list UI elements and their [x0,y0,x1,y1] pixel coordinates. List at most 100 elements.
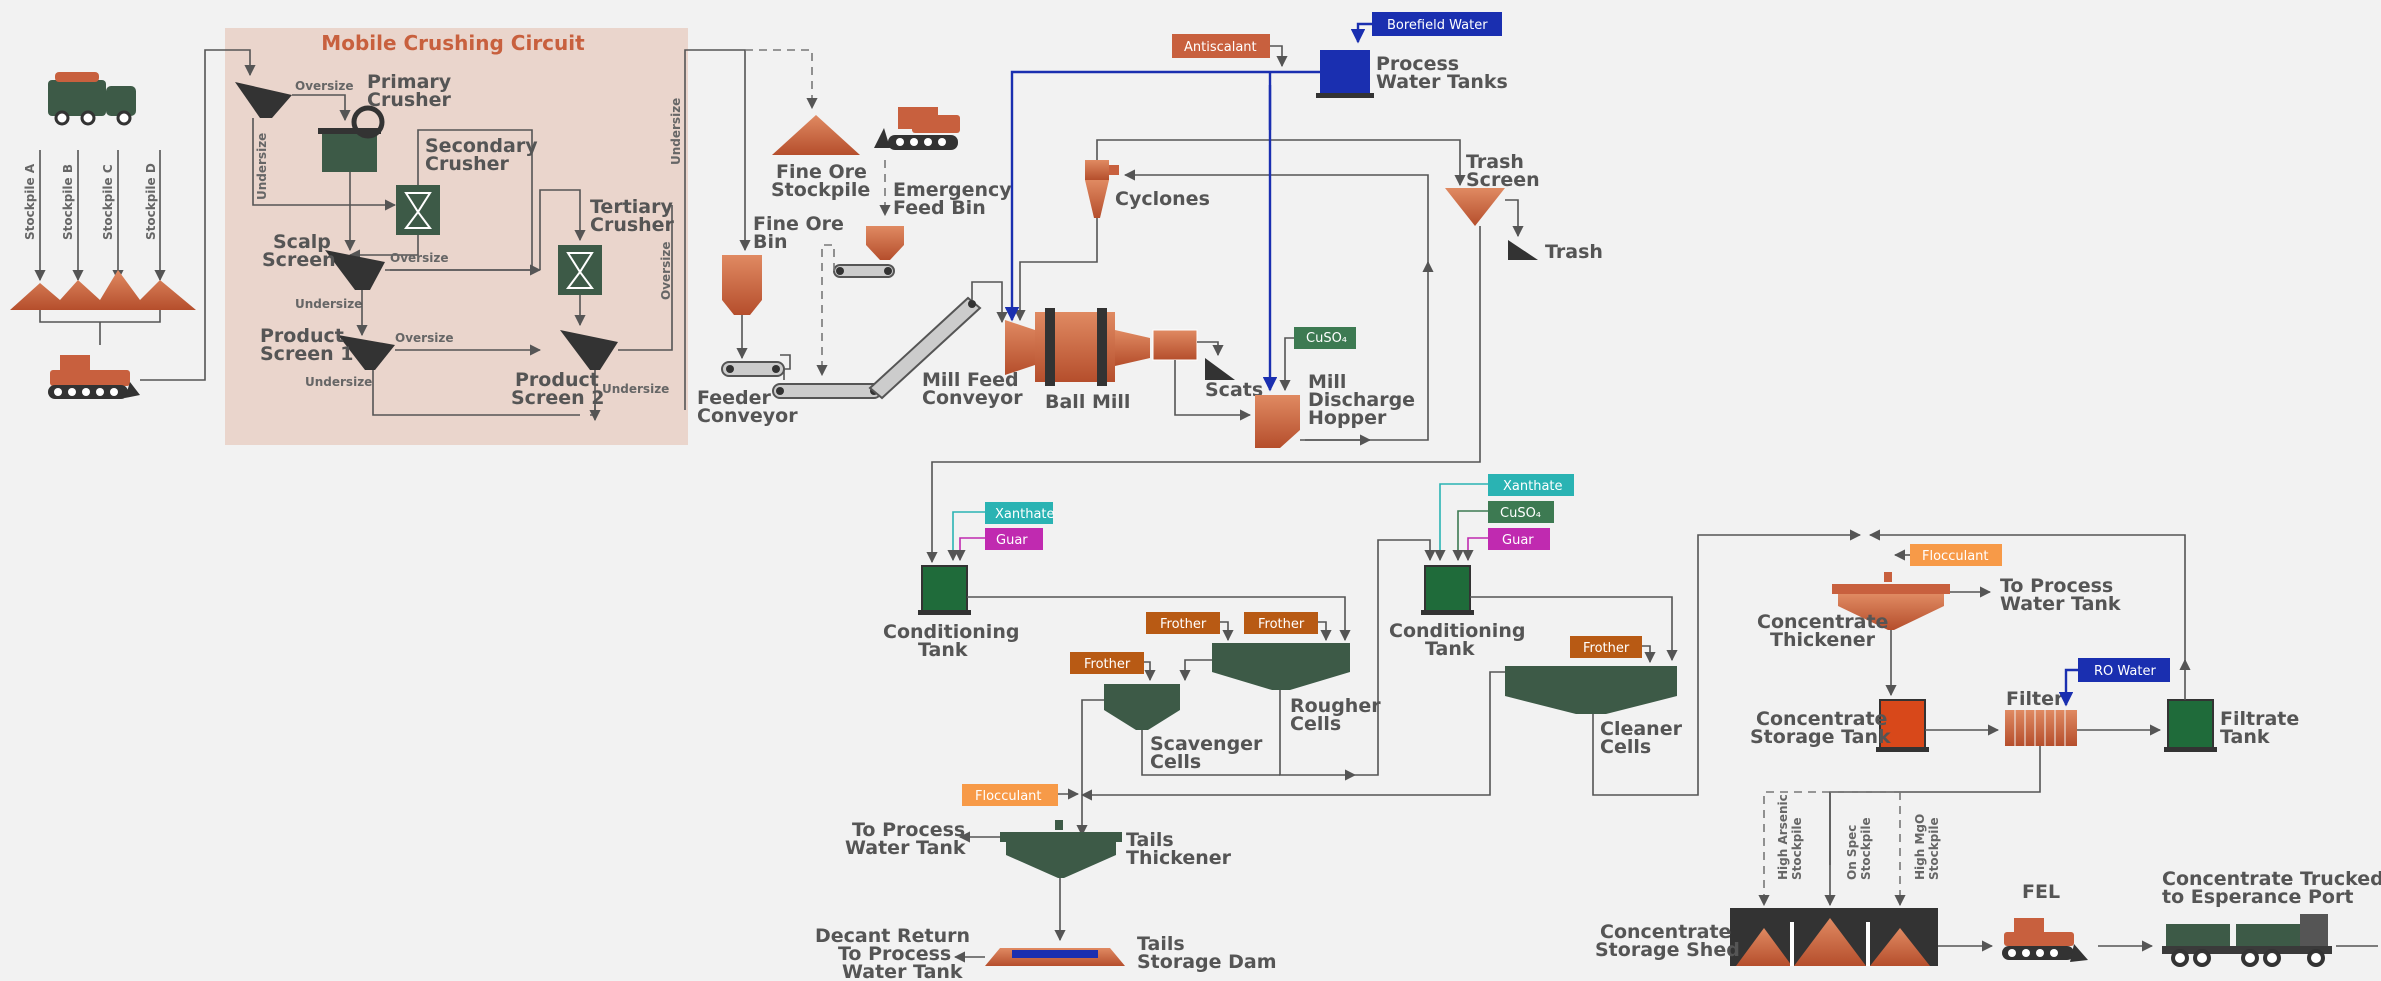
fel-loader-icon [2002,918,2088,962]
trash-screen-icon [1445,188,1505,226]
svg-text:CuSO₄: CuSO₄ [1500,506,1541,521]
concentrate-truck-icon [2162,914,2332,967]
cleaner-cells-icon [1505,666,1677,714]
circuit-title: Mobile Crushing Circuit [321,31,585,55]
frother-tag-2 [1244,612,1318,634]
haul-truck-icon [48,72,136,126]
process-water-tanks-icon [1320,50,1370,95]
guar-tag-2 [1488,528,1550,550]
concentrate-storage-shed-icon [1730,908,1938,966]
oversize-label-3: Oversize [395,331,453,345]
grizzly-feeder-icon [235,82,292,118]
product-screen-1-icon [338,335,395,370]
concentrate-thickener-icon [1832,572,1950,630]
svg-text:Frother: Frother [1160,617,1207,632]
svg-text:Flocculant: Flocculant [1922,549,1989,564]
scats-bin-icon [1205,358,1235,380]
undersize-label-2: Undersize [295,297,362,311]
trash-label: Trash [1545,241,1603,263]
svg-text:Frother: Frother [1258,617,1305,632]
undersize-label-4: Undersize [602,382,669,396]
scavenger-cells-icon [1104,684,1180,730]
svg-text:Guar: Guar [996,533,1028,548]
undersize-label-5: Undersize [669,98,683,165]
svg-text:Flocculant: Flocculant [975,789,1042,804]
ball-mill-icon [1005,308,1150,386]
fine-ore-stockpile-icon [772,115,860,155]
svg-text:Xanthate: Xanthate [995,507,1055,522]
svg-text:Antiscalant: Antiscalant [1184,40,1257,55]
undersize-label-1: Undersize [255,133,269,200]
cuso4-tag-1 [1294,327,1356,349]
frother-tag-4 [1570,636,1642,658]
stockpile-c-label: Stockpile C [101,164,115,240]
trommel-icon [1152,329,1198,361]
mill-feed-conveyor-icon [772,383,882,399]
ro-water-tag [2078,658,2170,682]
undersize-label-3: Undersize [305,375,372,389]
stockpile-d-label: Stockpile D [144,163,158,240]
filter-label: Filter [2006,688,2064,710]
dozer-icon [874,107,960,150]
mobile-crushing-circuit-box [225,28,688,445]
tails-thickener-icon [1000,820,1122,878]
stockpiles-heap-icon [10,270,196,310]
svg-text:Guar: Guar [1502,533,1534,548]
svg-text:RO Water: RO Water [2094,664,2156,679]
oversize-label-2: Oversize [390,251,448,265]
on-spec-stockpile-label: On SpecStockpile [1845,817,1873,880]
xanthate-tag-1 [985,502,1053,524]
ball-mill-label: Ball Mill [1045,391,1130,413]
svg-text:Xanthate: Xanthate [1503,479,1563,494]
filter-icon [2005,710,2077,746]
fel-label: FEL [2022,881,2060,903]
high-arsenic-stockpile-label: High ArsenicStockpile [1776,794,1804,880]
flocculant-tag-1 [962,784,1058,806]
borefield-water-tag [1372,12,1502,36]
scats-label: Scats [1205,379,1263,401]
concentrate-storage-tank-icon [1879,699,1926,749]
trash-bin-icon [1508,240,1538,260]
oversize-label-4: Oversize [659,242,673,300]
svg-text:Borefield Water: Borefield Water [1387,18,1488,33]
cuso4-tag-2 [1488,501,1554,523]
stockpile-b-label: Stockpile B [61,164,75,240]
high-mgo-stockpile-label: High MgOStockpile [1913,814,1941,880]
frother-tag-3 [1070,652,1144,674]
emergency-feed-bin-icon [866,226,904,260]
frother-tag-1 [1146,612,1220,634]
oversize-label-1: Oversize [295,79,353,93]
scalp-screen-icon [325,250,385,290]
svg-text:Frother: Frother [1084,657,1131,672]
fine-ore-bin-icon [722,255,762,315]
filtrate-tank-icon [2167,699,2214,749]
conditioning-tank-1-icon [921,565,968,612]
svg-text:Frother: Frother [1583,641,1630,656]
flocculant-tag-2 [1910,544,2002,566]
